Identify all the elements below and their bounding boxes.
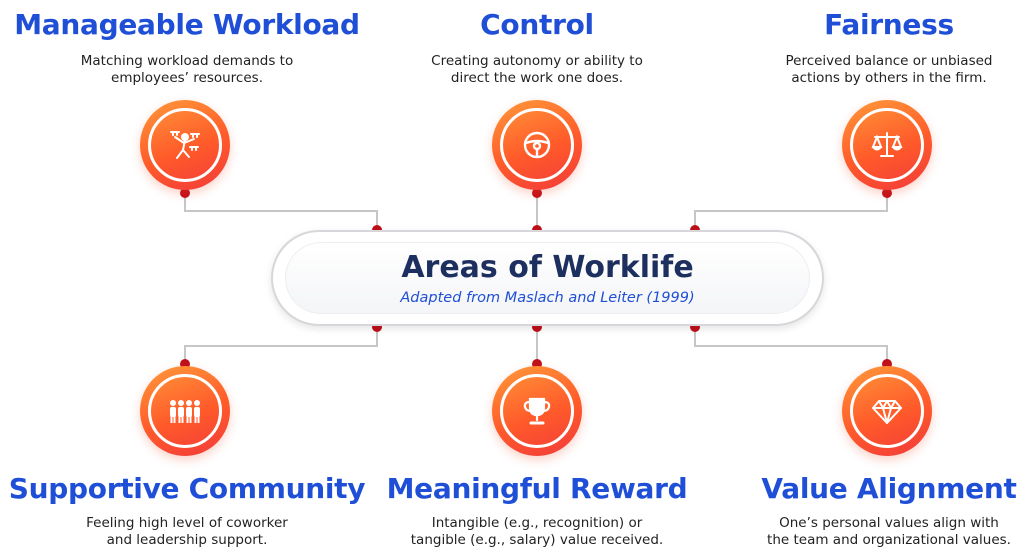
connector-dot <box>882 188 892 198</box>
area-desc-value-alignment: One’s personal values align with the tea… <box>759 515 1019 549</box>
circle-value-alignment <box>842 366 932 456</box>
area-title-meaningful-reward: Meaningful Reward <box>386 472 688 505</box>
juggling-person-icon <box>170 131 200 159</box>
trophy-icon <box>523 397 551 425</box>
group-people-icon <box>170 400 200 423</box>
desc-line: tangible (e.g., salary) value received. <box>410 532 664 548</box>
diamond-icon <box>872 400 902 424</box>
center-box: Areas of Worklife Adapted from Maslach a… <box>271 230 824 326</box>
center-inner <box>285 242 810 314</box>
desc-line: direct the work one does. <box>450 70 624 86</box>
circle-fairness <box>842 100 932 190</box>
desc-line: Creating autonomy or ability to <box>431 53 643 69</box>
connector-dot <box>180 188 190 198</box>
circle-supportive-community <box>140 366 230 456</box>
connector-dot <box>532 188 542 198</box>
desc-line: Feeling high level of coworker <box>86 515 288 531</box>
area-desc-supportive-community: Feeling high level of coworker and leade… <box>72 515 302 549</box>
desc-line: Intangible (e.g., recognition) or <box>431 515 643 531</box>
area-title-control: Control <box>480 8 594 41</box>
desc-line: employees’ resources. <box>111 70 263 86</box>
desc-line: One’s personal values align with <box>779 515 999 531</box>
circle-meaningful-reward <box>492 366 582 456</box>
area-desc-fairness: Perceived balance or unbiased actions by… <box>774 53 1004 87</box>
desc-line: and leadership support. <box>106 532 268 548</box>
area-title-supportive-community: Supportive Community <box>8 472 366 505</box>
circle-manageable-workload <box>140 100 230 190</box>
area-desc-meaningful-reward: Intangible (e.g., recognition) or tangib… <box>407 515 667 549</box>
desc-line: the team and organizational values. <box>767 532 1011 548</box>
area-title-manageable-workload: Manageable Workload <box>14 8 360 41</box>
balance-scale-icon <box>871 132 903 157</box>
area-title-value-alignment: Value Alignment <box>761 472 1017 505</box>
desc-line: Matching workload demands to <box>80 53 294 69</box>
area-desc-control: Creating autonomy or ability to direct t… <box>422 53 652 87</box>
circle-control <box>492 100 582 190</box>
steering-wheel-icon <box>523 131 551 159</box>
desc-line: actions by others in the firm. <box>791 70 987 86</box>
area-title-fairness: Fairness <box>824 8 954 41</box>
desc-line: Perceived balance or unbiased <box>785 53 993 69</box>
center-subtitle: Adapted from Maslach and Leiter (1999) <box>400 290 695 306</box>
area-desc-manageable-workload: Matching workload demands to employees’ … <box>72 53 302 87</box>
center-title: Areas of Worklife <box>401 250 694 285</box>
